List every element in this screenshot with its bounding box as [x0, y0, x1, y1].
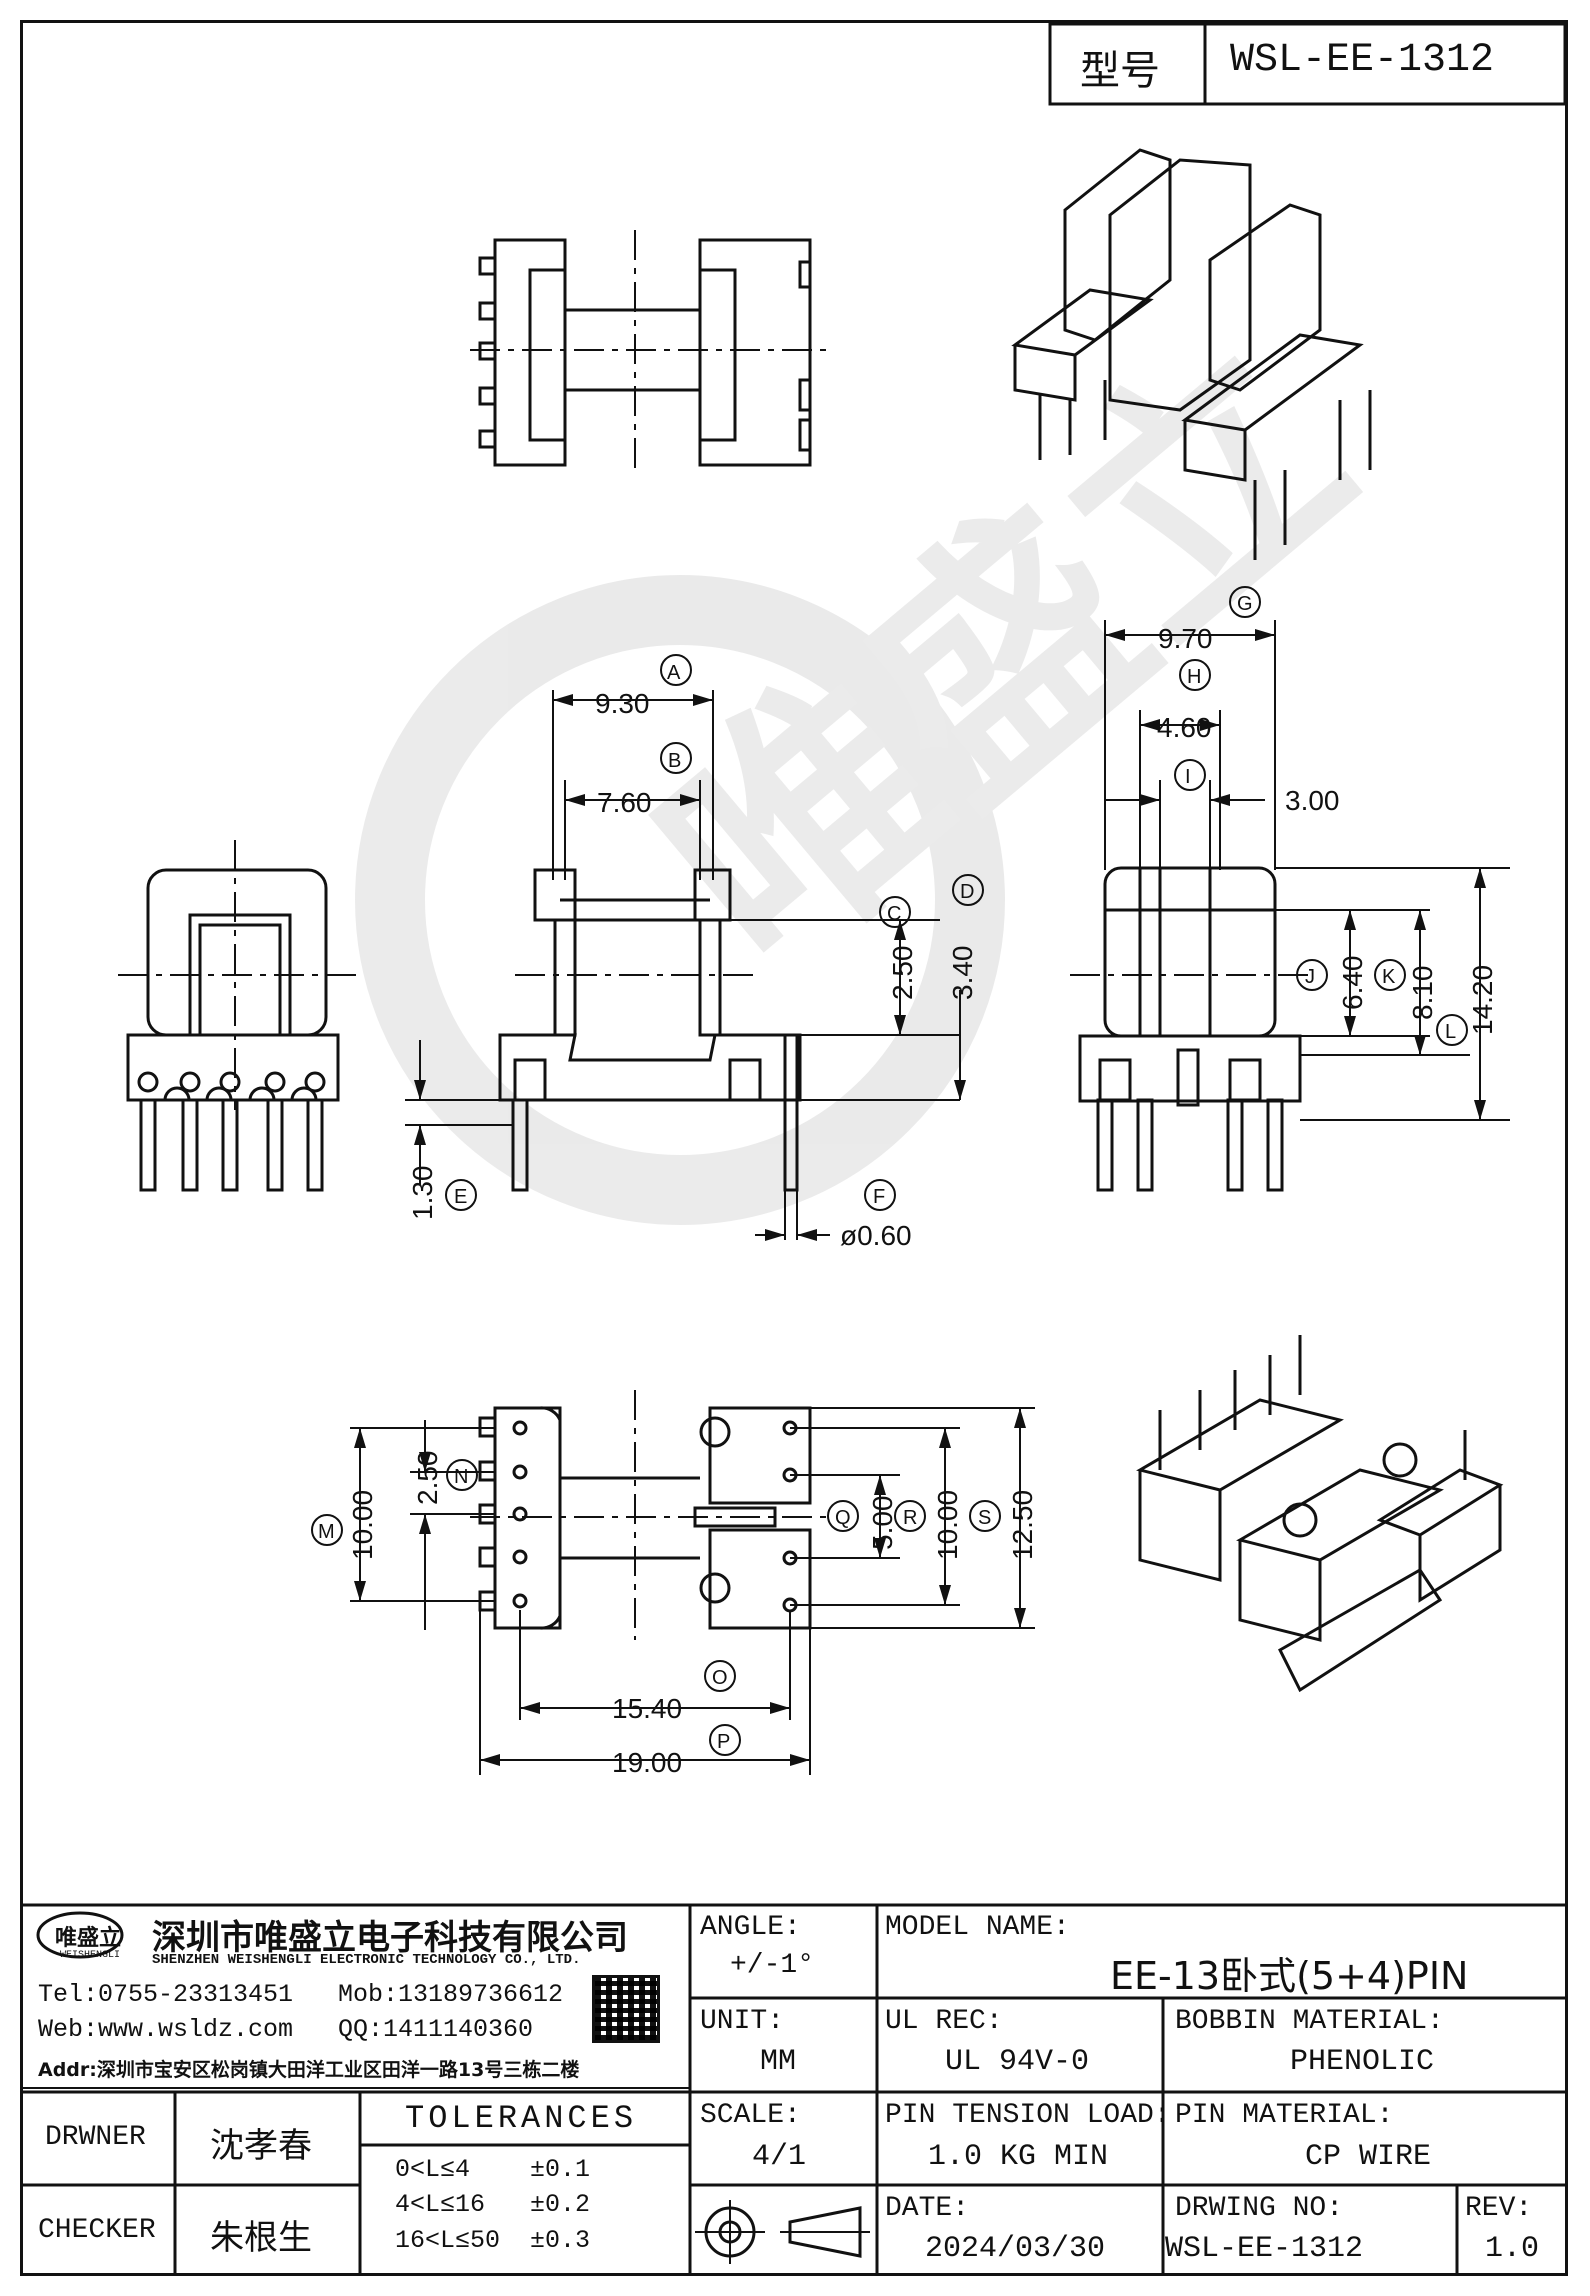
scale-label: SCALE:: [700, 2100, 801, 2131]
dim-q-value: 5.00: [867, 1496, 898, 1551]
tolerance-row: 16<L≤50 ±0.3: [395, 2226, 591, 2255]
dim-k-letter: K: [1382, 966, 1396, 988]
dim-o-letter: O: [712, 1667, 728, 1689]
top-view: [470, 230, 830, 475]
dim-i-value: 3.00: [1285, 785, 1340, 816]
scale-value: 4/1: [752, 2140, 807, 2174]
dim-j-letter: J: [1305, 966, 1315, 988]
logo-text: 唯盛立: [55, 1926, 122, 1951]
dimension-text: 9.30 A 7.60 B 2.50 C 3.40 D 1.30 E ø0.60…: [318, 593, 1498, 1778]
tolerance-row: 4<L≤16 ±0.2: [395, 2190, 591, 2219]
dim-d-letter: D: [960, 881, 974, 903]
company-tel: Tel:0755-23313451: [38, 1980, 294, 2009]
isometric-view-bottom: [1136, 1335, 1504, 1693]
dim-a-letter: A: [667, 662, 681, 684]
unit-value: MM: [760, 2045, 797, 2079]
dim-p-letter: P: [717, 1731, 730, 1753]
checker-value: 朱根生: [210, 2218, 312, 2258]
dim-s-letter: S: [978, 1507, 991, 1529]
pin-material-label: PIN MATERIAL:: [1175, 2100, 1394, 2131]
dim-a-value: 9.30: [595, 688, 650, 719]
isometric-view-top: [1011, 148, 1372, 560]
bottom-view: [470, 1390, 830, 1640]
drawer-value: 沈孝春: [210, 2126, 312, 2166]
ul-rec-value: UL 94V-0: [945, 2045, 1090, 2079]
dim-s-value: 12.50: [1007, 1490, 1038, 1560]
angle-value: +/-1°: [730, 1950, 815, 1981]
model-name-label: MODEL NAME:: [885, 1912, 1070, 1943]
type-value: WSL-EE-1312: [1230, 38, 1495, 83]
dim-i-letter: I: [1185, 766, 1191, 788]
end-view: [1070, 866, 1310, 1192]
dim-e-value: 1.30: [407, 1166, 438, 1221]
dim-j-value: 6.40: [1337, 956, 1368, 1011]
model-name-value: EE-13卧式(5+4)PIN: [1110, 1954, 1469, 1998]
type-box: [1048, 22, 1567, 106]
dim-g-value: 9.70: [1158, 623, 1213, 654]
dim-l-letter: L: [1445, 1021, 1456, 1043]
projection-symbol: [695, 2200, 870, 2264]
pin-tension-label: PIN TENSION LOAD:: [885, 2100, 1171, 2131]
bobbin-material-value: PHENOLIC: [1290, 2045, 1435, 2079]
dim-f-value: ø0.60: [840, 1220, 912, 1251]
type-label: 型号: [1080, 48, 1160, 94]
bobbin-material-label: BOBBIN MATERIAL:: [1175, 2006, 1444, 2037]
drawing-no-label: DRWING NO:: [1175, 2193, 1344, 2224]
rev-value: 1.0: [1485, 2232, 1540, 2266]
side-view: [498, 868, 802, 1192]
tolerances-label: TOLERANCES: [405, 2100, 638, 2137]
logo-subtext: WEISHENGLI: [60, 1950, 121, 1961]
dim-f-letter: F: [873, 1186, 885, 1208]
dim-m-letter: M: [318, 1521, 335, 1543]
dim-e-letter: E: [454, 1186, 467, 1208]
company-web: Web:www.wsldz.com: [38, 2015, 294, 2044]
dim-p-value: 19.00: [612, 1747, 682, 1778]
checker-label: CHECKER: [38, 2215, 156, 2246]
tolerance-row: 0<L≤4 ±0.1: [395, 2155, 591, 2184]
rev-label: REV:: [1465, 2193, 1533, 2224]
dim-k-value: 8.10: [1407, 966, 1438, 1021]
front-view: [118, 840, 360, 1192]
title-block-grid: [20, 1903, 1568, 2276]
pin-material-value: CP WIRE: [1305, 2140, 1432, 2174]
drawer-label: DRWNER: [45, 2122, 146, 2153]
qr-code: [592, 1975, 660, 2043]
dim-m-value: 10.00: [347, 1490, 378, 1560]
dim-c-letter: C: [887, 903, 901, 925]
company-name-en: SHENZHEN WEISHENGLI ELECTRONIC TECHNOLOG…: [152, 1952, 581, 1968]
dim-h-letter: H: [1187, 666, 1201, 688]
dim-r-letter: R: [903, 1507, 917, 1529]
dim-c-value: 2.50: [887, 946, 918, 1001]
dim-o-value: 15.40: [612, 1693, 682, 1724]
unit-label: UNIT:: [700, 2006, 785, 2037]
company-mob: Mob:13189736612: [338, 1980, 564, 2009]
dim-b-value: 7.60: [597, 787, 652, 818]
dim-l-value: 14.20: [1467, 965, 1498, 1035]
dimension-lines: [350, 620, 1510, 1775]
ul-rec-label: UL REC:: [885, 2006, 1003, 2037]
drawing-sheet: [20, 20, 1568, 2276]
dim-n-letter: N: [454, 1466, 468, 1488]
date-value: 2024/03/30: [925, 2232, 1106, 2266]
drawing-no-value: WSL-EE-1312: [1165, 2232, 1364, 2266]
dim-d-value: 3.40: [947, 946, 978, 1001]
company-address: Addr:深圳市宝安区松岗镇大田洋工业区田洋一路13号三栋二楼: [38, 2059, 580, 2081]
pin-tension-value: 1.0 KG MIN: [928, 2140, 1109, 2174]
dimension-callouts: [311, 586, 1468, 1756]
dim-r-value: 10.00: [932, 1490, 963, 1560]
angle-label: ANGLE:: [700, 1912, 801, 1943]
company-qq: QQ:1411140360: [338, 2015, 534, 2044]
date-label: DATE:: [885, 2193, 970, 2224]
dim-n-value: 2.50: [412, 1451, 443, 1506]
dim-b-letter: B: [668, 750, 681, 772]
company-name-cn: 深圳市唯盛立电子科技有限公司: [152, 1918, 628, 1958]
dim-h-value: 4.60: [1157, 712, 1212, 743]
dim-g-letter: G: [1237, 593, 1253, 615]
company-logo-icon: [36, 1911, 124, 1959]
dim-q-letter: Q: [835, 1507, 851, 1529]
